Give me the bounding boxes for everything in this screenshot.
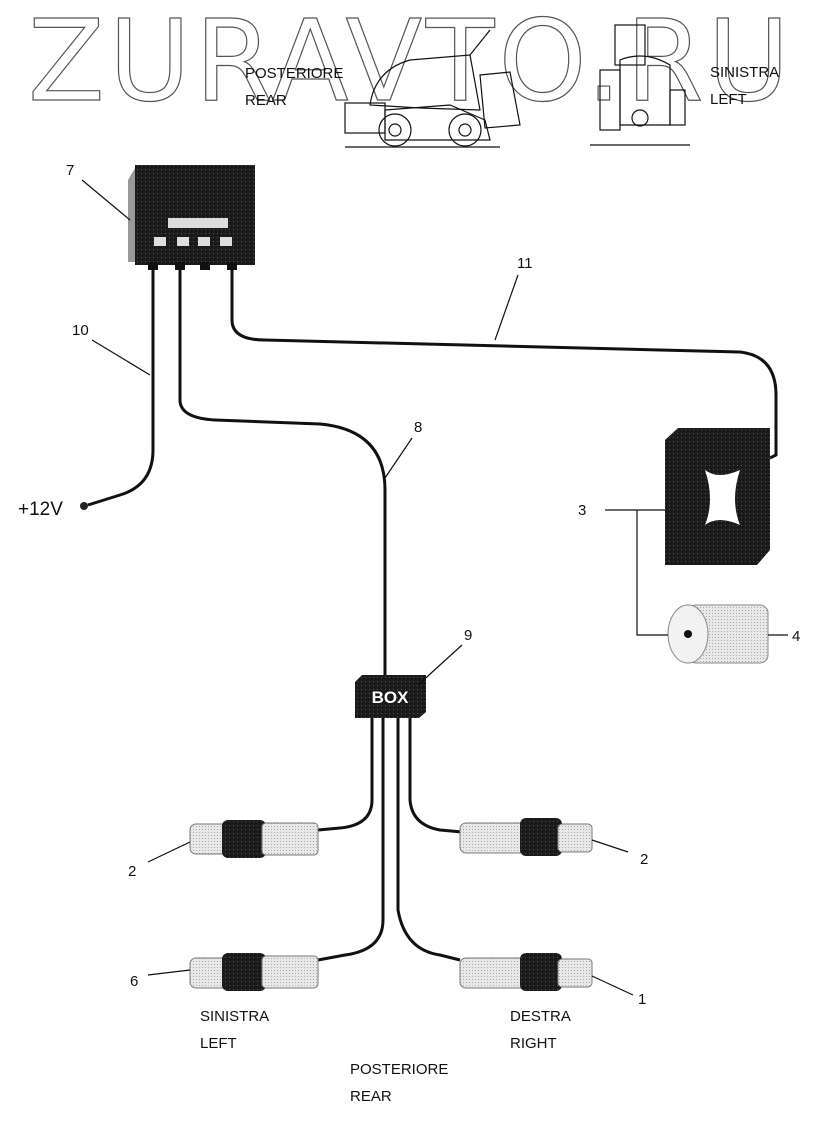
box-label: BOX (372, 688, 410, 707)
supply-terminal (80, 502, 88, 510)
callout-8: 8 (414, 419, 422, 436)
callout-6: 6 (130, 973, 138, 990)
callout-9: 9 (464, 627, 472, 644)
truck-side-view (344, 29, 521, 148)
rear-view-label-en: LEFT (710, 91, 747, 108)
rear-label-en: REAR (350, 1088, 392, 1105)
callout-11: 11 (517, 255, 533, 272)
callout-2-left: 2 (128, 863, 136, 880)
truck-rear-view (590, 24, 690, 146)
sensor-2-left (189, 820, 319, 858)
sensor-1-right (459, 953, 593, 991)
wire-sensor-6 (317, 718, 385, 962)
leader-3-4 (605, 509, 668, 636)
left-label-en: LEFT (200, 1035, 237, 1052)
leader-lines (81, 179, 788, 996)
side-view-label-it: POSTERIORE (245, 65, 343, 82)
wire-sensor-2-left (317, 718, 374, 832)
junction-box: BOX (355, 675, 426, 718)
rear-view-label-it: SINISTRA (710, 64, 779, 81)
control-unit (128, 165, 255, 270)
callout-4: 4 (792, 628, 800, 645)
callout-10: 10 (72, 322, 89, 339)
paper-roll (667, 604, 769, 664)
left-label-it: SINISTRA (200, 1008, 269, 1025)
supply-label: +12V (18, 499, 63, 520)
display-module (665, 428, 770, 565)
sensor-6-left (189, 953, 319, 991)
callout-2-right: 2 (640, 851, 648, 868)
wire-sensor-1 (396, 718, 461, 962)
side-view-label-en: REAR (245, 92, 287, 109)
right-label-it: DESTRA (510, 1008, 571, 1025)
watermark-text: ZURAVTO.RU (28, 0, 793, 127)
cable-10 (87, 265, 155, 507)
callout-3: 3 (578, 502, 586, 519)
sensor-2-right (459, 818, 593, 856)
callout-7: 7 (66, 162, 74, 179)
cable-11 (230, 265, 778, 460)
callout-1: 1 (638, 991, 646, 1008)
rear-label-it: POSTERIORE (350, 1061, 448, 1078)
cable-8 (178, 265, 387, 677)
right-label-en: RIGHT (510, 1035, 557, 1052)
wire-sensor-2-right (408, 718, 463, 834)
